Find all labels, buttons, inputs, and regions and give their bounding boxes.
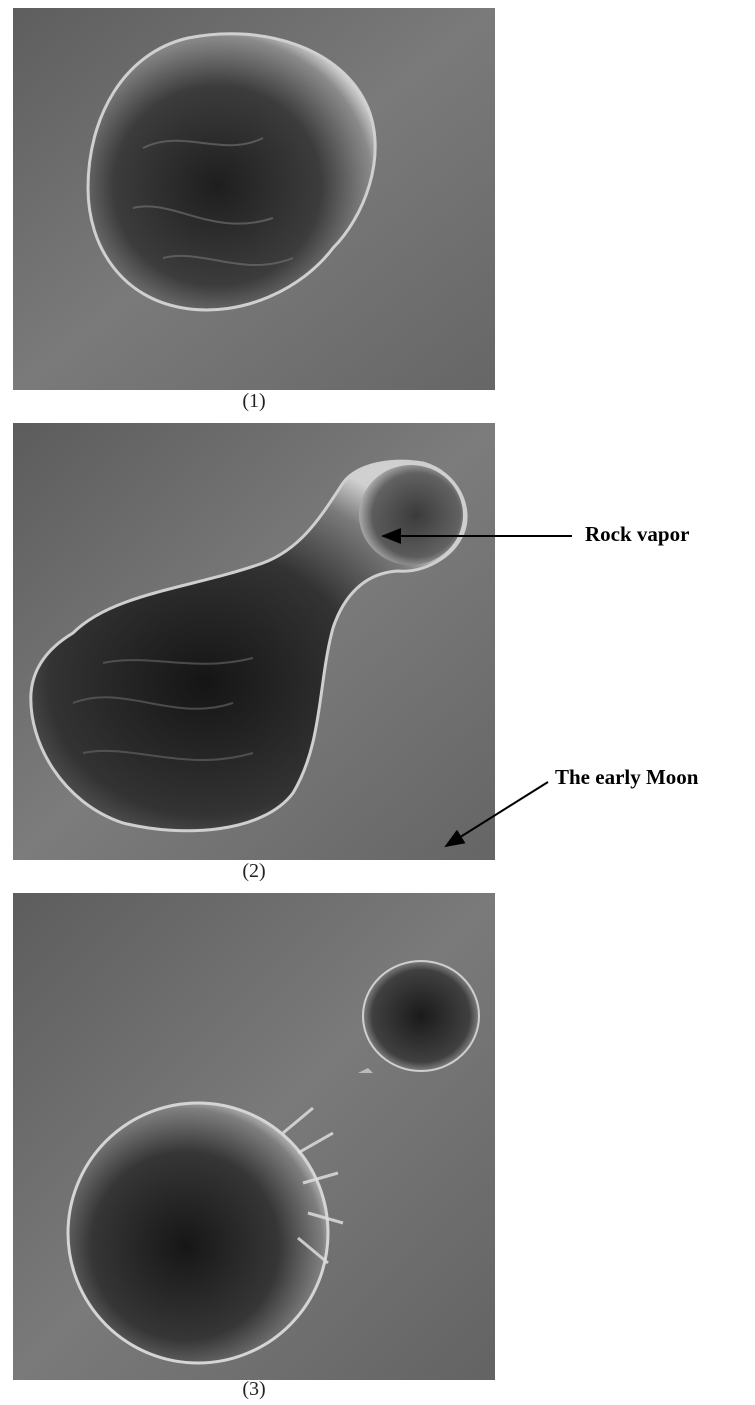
panel-3-image — [13, 893, 495, 1380]
panel-1-caption: (1) — [204, 390, 304, 413]
vapor-blob — [359, 465, 463, 565]
panel-3-caption: (3) — [204, 1378, 304, 1401]
early-moon-label: The early Moon — [555, 765, 698, 790]
panel-2-caption: (2) — [204, 860, 304, 883]
panel-1-image — [13, 8, 495, 390]
early-moon-body — [363, 961, 479, 1071]
rock-vapor-label: Rock vapor — [585, 522, 689, 547]
panel-2-image — [13, 423, 495, 860]
planet-body — [68, 1103, 328, 1363]
